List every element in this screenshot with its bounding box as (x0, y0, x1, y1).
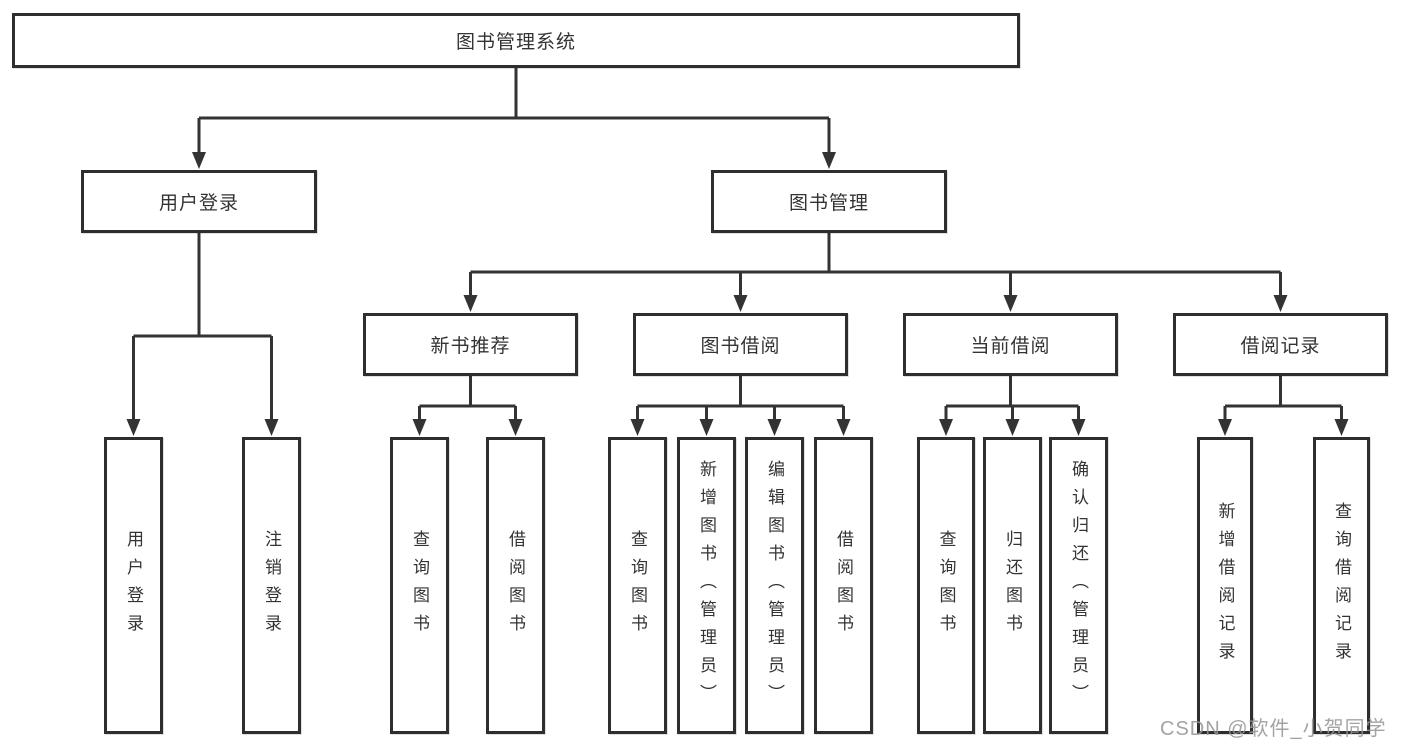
node-recommend-borrow-books: 借阅图书 (486, 437, 545, 734)
node-borrow-add-books-admin: 新增图书（管理员） (677, 437, 736, 734)
node-records-query-record: 查询借阅记录 (1313, 437, 1370, 734)
node-user-login: 用户登录 (81, 170, 317, 233)
node-current-borrow: 当前借阅 (903, 313, 1118, 376)
csdn-watermark: CSDN @软件_小贺同学 (1160, 718, 1387, 740)
node-current-query-books: 查询图书 (917, 437, 975, 734)
node-current-return-books: 归还图书 (983, 437, 1042, 734)
node-current-confirm-return-admin: 确认归还（管理员） (1049, 437, 1108, 734)
node-book-borrow: 图书借阅 (633, 313, 848, 376)
node-borrow-query-books: 查询图书 (608, 437, 667, 734)
node-new-book-recommend: 新书推荐 (363, 313, 578, 376)
node-records-add-record: 新增借阅记录 (1197, 437, 1253, 734)
node-borrow-borrow-books: 借阅图书 (814, 437, 873, 734)
node-borrow-edit-books-admin: 编辑图书（管理员） (745, 437, 804, 734)
node-borrow-records: 借阅记录 (1173, 313, 1388, 376)
arrowheads (126, 152, 1349, 436)
node-recommend-query-books: 查询图书 (390, 437, 449, 734)
node-logout: 注销登录 (242, 437, 301, 734)
node-book-management: 图书管理 (711, 170, 947, 233)
node-login: 用户登录 (104, 437, 163, 734)
node-library-system: 图书管理系统 (12, 13, 1020, 68)
